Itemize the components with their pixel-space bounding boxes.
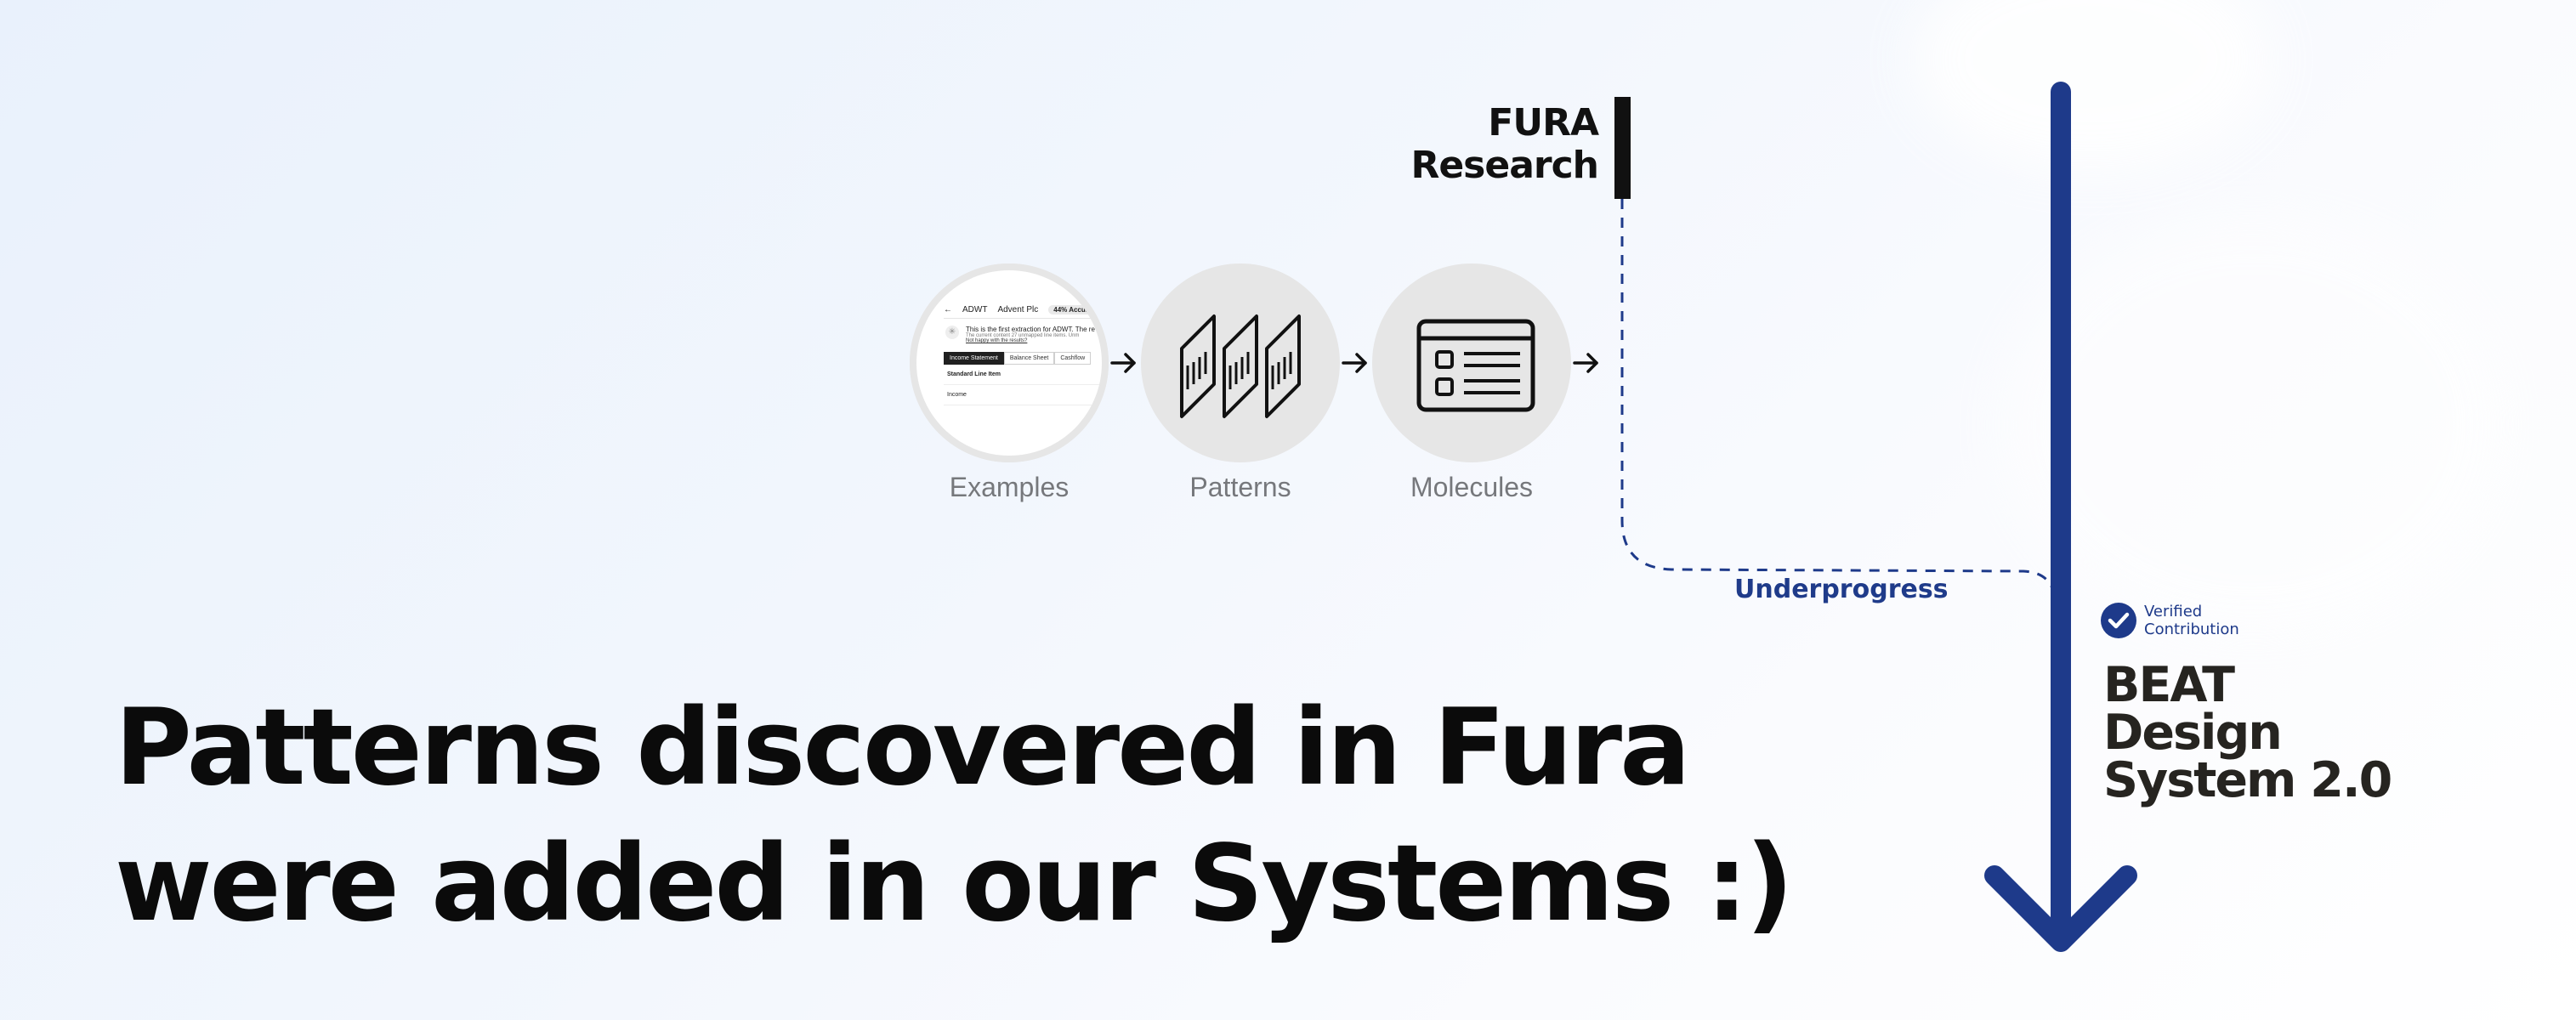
source-bar [1614,97,1631,199]
browser-window-list-icon [1416,319,1535,412]
target-label: BEAT Design System 2.0 [2103,657,2545,808]
source-line-2: Research [1410,144,1599,187]
target-line-3: System 2.0 [2103,752,2392,808]
tab-income-statement: Income Statement [944,352,1004,365]
target-line-1: BEAT [2103,657,2235,713]
examples-circle-ring [910,264,1109,462]
ui-screenshot-icon: ← ADWT Advent Plc 44% Accuracy ✳ This is… [913,267,1105,459]
table-row: Income [944,385,1105,405]
back-arrow: ← [944,304,952,314]
target-line-2: Design [2103,705,2283,761]
example-screenshot: ← ADWT Advent Plc 44% Accuracy ✳ This is… [944,301,1105,405]
arrow-down-icon [1984,82,2137,952]
background-glow [1913,0,2270,170]
molecules-stage-circle[interactable] [1372,264,1571,462]
background-glow [1998,212,2508,638]
stage-label-molecules: Molecules [1410,472,1534,502]
verified-badge: Verified Contribution [2100,602,2263,639]
arrow-right-icon [1110,353,1136,373]
headline-line-1: Patterns discovered in Fura [115,687,1691,809]
stage-label-patterns: Patterns [1189,472,1291,502]
status-label: Underprogress [1734,575,1949,604]
badge-line-1: Verified [2144,603,2203,620]
table-header-row: Standard Line Item [944,365,1105,385]
ticker-code: ADWT [962,304,988,314]
headline-line-2: were added in our Systems :) [115,823,1794,945]
notice-body: The current content 27 unmapped line ite… [966,333,1080,338]
page-headline: Patterns discovered in Fura were added i… [115,680,1794,952]
arrow-right-icon [1573,353,1598,373]
patterns-stage-circle[interactable] [1141,264,1340,462]
accuracy-badge: 44% Accuracy [1048,304,1105,314]
source-line-1: FURA [1488,101,1599,144]
notice-link: Not happy with the results? [966,338,1028,343]
pattern-tiles-icon [1180,314,1301,418]
dashed-connector [1620,199,2054,589]
source-label: FURA Research [1275,101,1599,187]
check-circle-icon [2101,603,2136,638]
badge-line-2: Contribution [2144,620,2239,638]
tab-cashflow: Cashflow [1054,352,1092,365]
sparkle-icon: ✳ [945,326,959,339]
notice-title: This is the first extraction for ADWT. T… [966,326,1095,333]
company-name: Advent Plc [997,304,1039,314]
arrow-right-icon [1342,353,1367,373]
stage-label-examples: Examples [949,472,1070,502]
tab-balance-sheet: Balance Sheet [1003,352,1055,365]
